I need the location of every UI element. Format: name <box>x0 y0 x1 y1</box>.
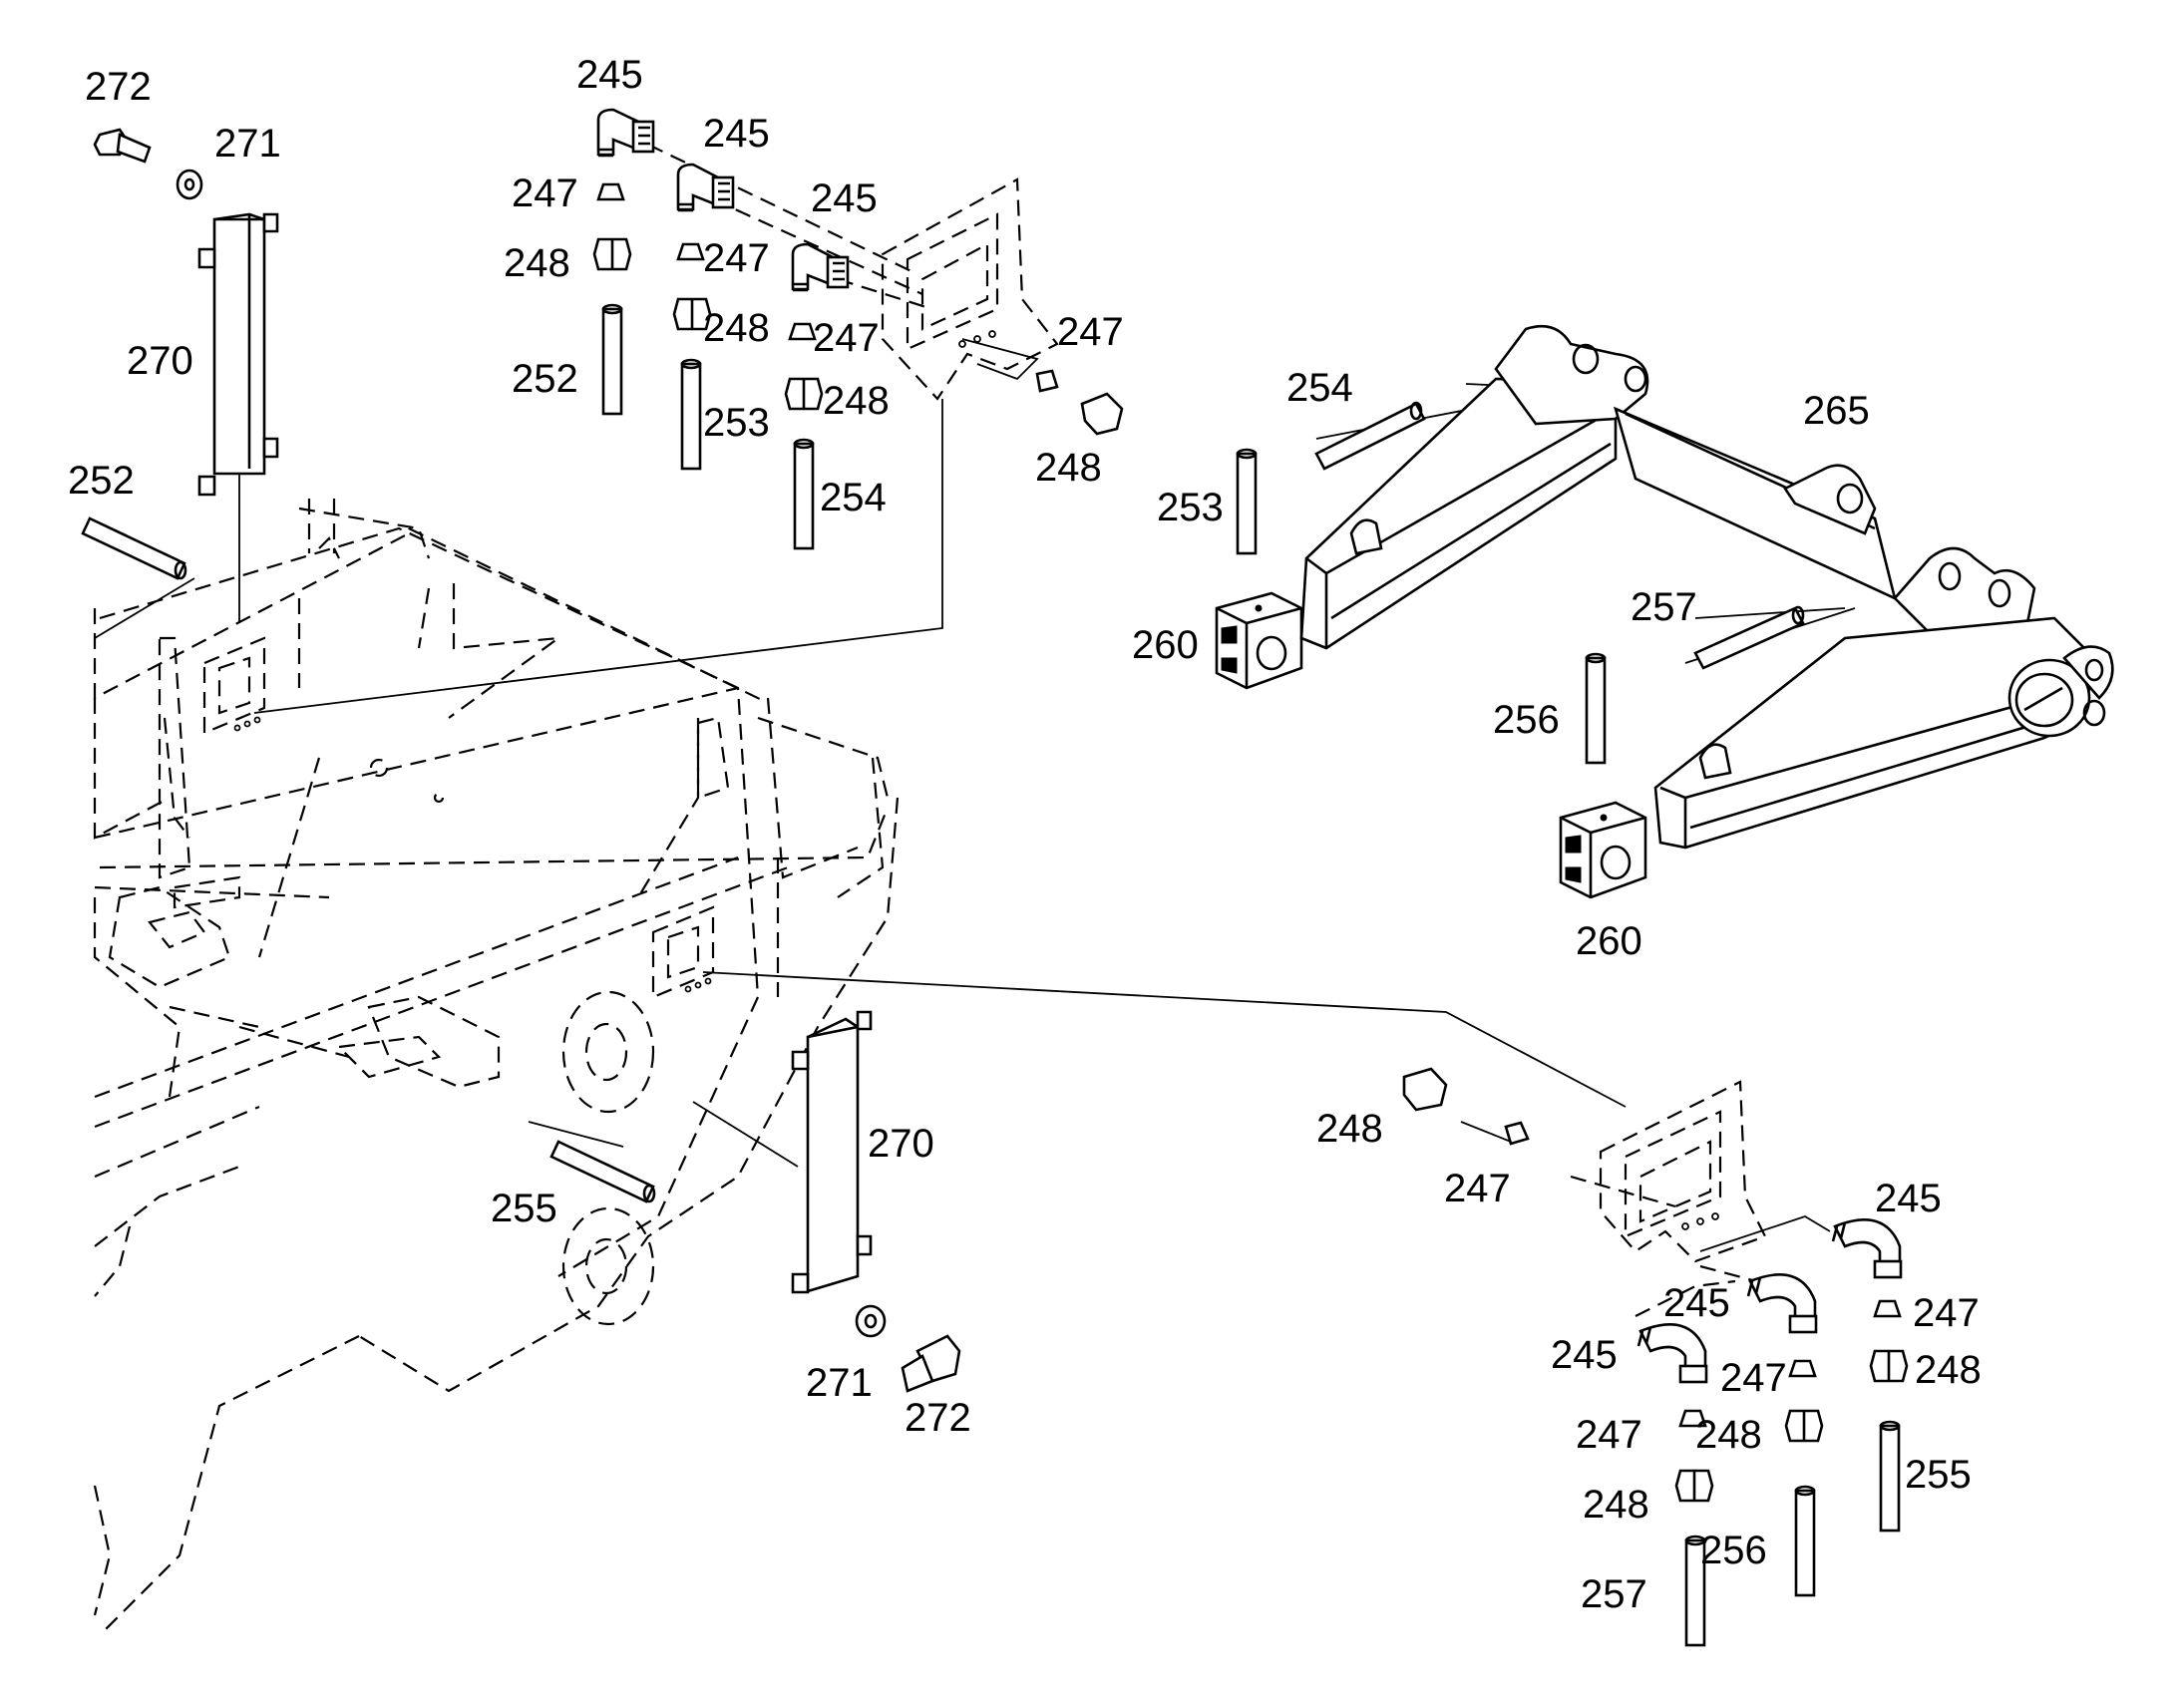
label-260-top: 260 <box>1132 623 1199 667</box>
pin-253-right <box>1236 448 1258 555</box>
block-260-bottom <box>1559 801 1647 899</box>
cone-247-3 <box>788 322 817 341</box>
pin-257-right <box>1693 605 1805 670</box>
label-247-1: 247 <box>512 171 578 215</box>
label-247-8: 247 <box>1576 1413 1642 1457</box>
pin-252-left <box>81 516 187 580</box>
label-245-2: 245 <box>703 112 770 156</box>
pin-254-right <box>1314 401 1426 471</box>
label-255-bottom: 255 <box>1905 1453 1972 1497</box>
elbow-245-4 <box>1831 1218 1903 1279</box>
label-271-bottom: 271 <box>806 1361 873 1405</box>
label-247-2: 247 <box>703 236 770 280</box>
label-248-6: 248 <box>1915 1348 1982 1392</box>
bracket-plate-top <box>881 177 1059 401</box>
tube-257-bottom <box>1684 1535 1706 1647</box>
cone-247-8 <box>1678 1409 1707 1428</box>
bolt-272-top <box>93 128 152 164</box>
label-248-5: 248 <box>1316 1107 1383 1151</box>
label-257-bottom: 257 <box>1581 1572 1647 1616</box>
nut-248-7 <box>1784 1409 1824 1443</box>
washer-271-bottom <box>855 1304 887 1338</box>
cone-247-7 <box>1788 1359 1817 1378</box>
label-256-right: 256 <box>1493 698 1560 742</box>
label-272-top: 272 <box>85 65 152 109</box>
cone-247-2 <box>676 242 705 261</box>
cover-plate-270-top <box>197 212 279 497</box>
label-255-left: 255 <box>491 1187 557 1230</box>
label-247-5: 247 <box>1444 1167 1511 1210</box>
label-260-bottom: 260 <box>1576 919 1642 963</box>
label-256-bottom: 256 <box>1700 1529 1767 1572</box>
label-247-4: 247 <box>1057 310 1124 354</box>
label-248-4: 248 <box>1035 446 1102 490</box>
label-245-4: 245 <box>1875 1177 1942 1220</box>
label-271-top: 271 <box>214 122 281 166</box>
label-265: 265 <box>1803 389 1870 433</box>
tube-256-bottom <box>1794 1485 1816 1597</box>
label-253-right: 253 <box>1157 486 1224 529</box>
elbow-245-5 <box>1746 1273 1818 1334</box>
bracket-plate-bottom <box>1599 1080 1767 1263</box>
cone-247-5 <box>1504 1121 1530 1146</box>
elbow-245-1 <box>596 108 655 158</box>
label-247-6: 247 <box>1913 1291 1980 1335</box>
nut-248-1 <box>592 237 632 271</box>
nut-248-6 <box>1869 1349 1909 1383</box>
nut-248-8 <box>1674 1469 1714 1503</box>
label-252-left: 252 <box>68 459 135 503</box>
label-245-3: 245 <box>811 176 878 220</box>
elbow-245-6 <box>1636 1323 1708 1384</box>
label-248-8: 248 <box>1583 1483 1649 1527</box>
elbow-245-3 <box>791 242 850 292</box>
label-245-5: 245 <box>1663 1281 1730 1325</box>
chassis-outline <box>93 499 900 1636</box>
lift-arm-assembly-265 <box>1299 324 2114 850</box>
bolt-272-bottom <box>901 1334 961 1393</box>
label-247-7: 247 <box>1720 1356 1787 1400</box>
label-254-right: 254 <box>1286 366 1353 410</box>
tube-252-top <box>601 303 623 416</box>
elbow-245-2 <box>676 163 735 212</box>
label-248-2: 248 <box>703 306 770 350</box>
label-252-top: 252 <box>512 357 578 401</box>
label-245-1: 245 <box>576 53 643 97</box>
label-257-right: 257 <box>1631 585 1697 629</box>
label-248-1: 248 <box>504 241 570 285</box>
nut-248-5 <box>1402 1067 1448 1112</box>
label-254-top: 254 <box>820 476 887 519</box>
cone-247-6 <box>1873 1299 1902 1318</box>
washer-271-top <box>176 169 203 200</box>
label-245-6: 245 <box>1551 1333 1618 1377</box>
cover-plate-270-bottom <box>791 1010 873 1294</box>
cone-247-1 <box>596 182 625 201</box>
label-272-bottom: 272 <box>905 1396 971 1440</box>
cone-247-4 <box>1035 369 1059 393</box>
label-253-top: 253 <box>703 401 770 445</box>
tube-253-top <box>680 358 702 471</box>
tube-254-top <box>793 438 815 550</box>
label-248-3: 248 <box>823 379 890 423</box>
chassis-mount-lower <box>651 905 715 999</box>
label-270-bottom: 270 <box>868 1122 934 1166</box>
tube-255-bottom <box>1879 1420 1901 1533</box>
pin-255-left <box>549 1140 656 1203</box>
chassis-mount-upper <box>202 636 266 735</box>
callout-labels: 272 271 270 252 245 245 245 247 247 247 … <box>68 53 1982 1616</box>
label-270-top: 270 <box>127 339 193 383</box>
label-248-7: 248 <box>1695 1413 1762 1457</box>
nut-248-2 <box>672 297 712 331</box>
nut-248-4 <box>1080 392 1124 436</box>
nut-248-3 <box>784 377 824 411</box>
block-260-top <box>1215 591 1303 690</box>
label-247-3: 247 <box>813 316 880 360</box>
pin-256-right <box>1585 652 1607 765</box>
